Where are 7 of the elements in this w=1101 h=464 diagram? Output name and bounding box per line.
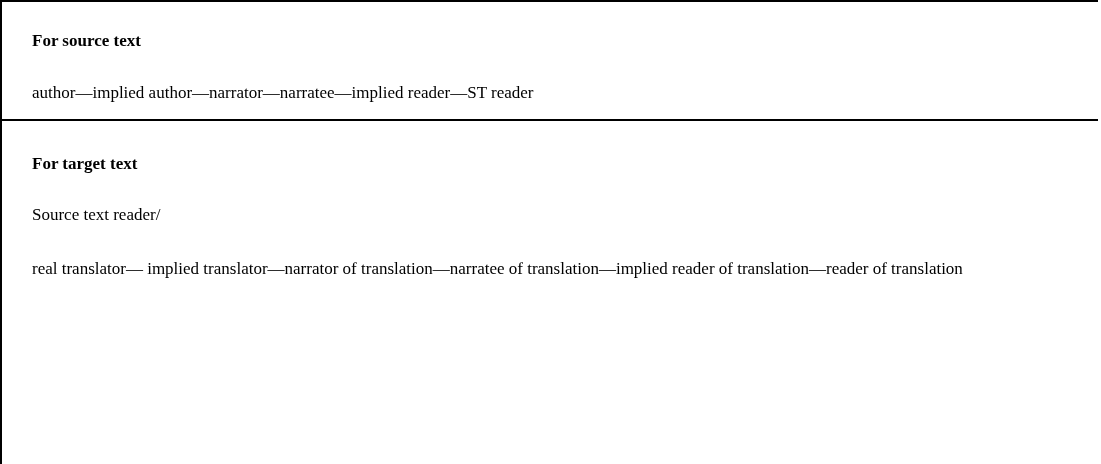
section-heading: For source text — [32, 30, 142, 52]
body-text: real translator— implied translator—narrator of translation—narratee of translation—implied reader of translation—reader of translation — [32, 258, 964, 280]
text-panel — [0, 119, 1098, 464]
body-text: author—implied author—narrator—narratee—implied reader—ST reader — [32, 82, 535, 104]
body-text: Source text reader/ — [32, 204, 162, 226]
text-panel — [0, 0, 1098, 120]
section-heading: For target text — [32, 153, 139, 175]
